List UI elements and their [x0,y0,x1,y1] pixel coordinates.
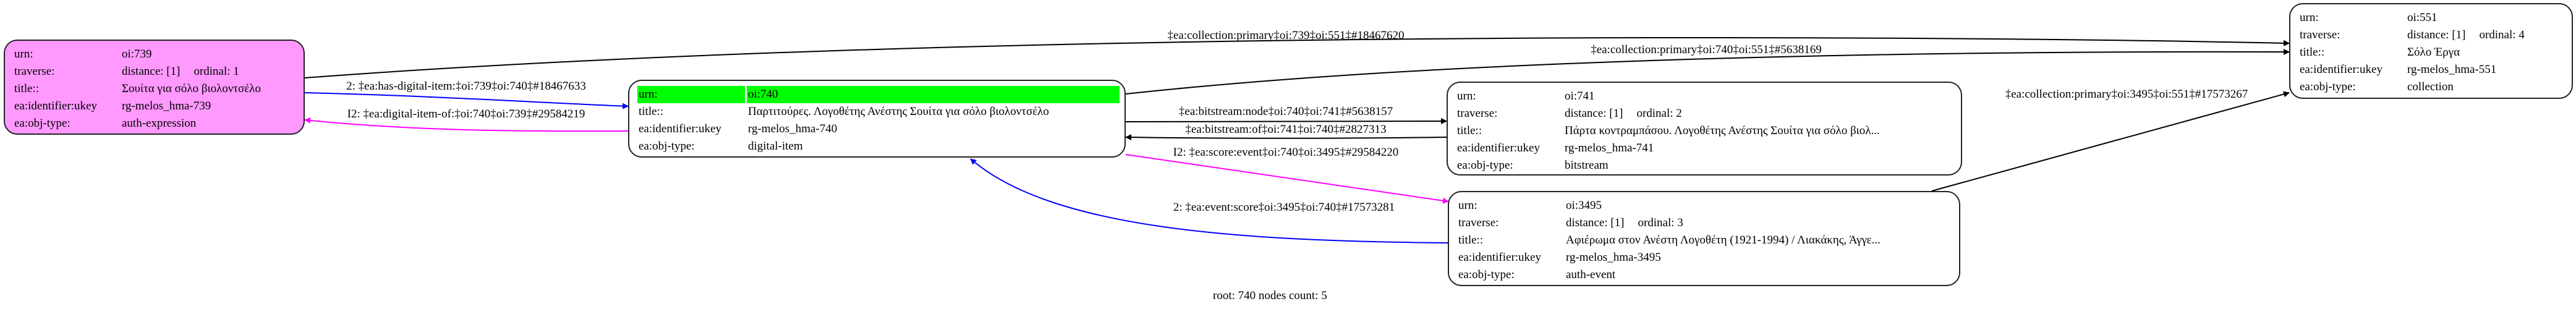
ukey-value: rg-melos_hma-3495 [1566,251,1661,264]
traverse-label: traverse: [2300,28,2340,41]
distance-value: distance: [1] [1566,216,1625,229]
ukey-label: ea:identifier:ukey [14,99,97,112]
type-label: ea:obj-type: [2300,80,2356,93]
urn-label: urn: [1457,90,1476,103]
urn-label: urn: [2300,11,2319,24]
ukey-value: rg-melos_hma-551 [2407,63,2497,76]
urn-value: oi:739 [122,48,152,61]
distance-value: distance: [1] [122,65,181,78]
edge-741-740 [1125,134,1447,141]
type-value: auth-expression [122,117,197,130]
ordinal-value: ordinal: 2 [1636,107,1682,120]
ukey-value: rg-melos_hma-740 [748,122,838,135]
traverse-label: traverse: [14,65,55,78]
distance-value: distance: [1] [1565,107,1623,120]
ukey-value: rg-melos_hma-741 [1565,142,1654,154]
edge-label-3495-551: ‡ea:collection:primary‡oi:3495‡oi:551‡#1… [2005,88,2248,101]
title-label: title:: [1458,234,1484,247]
node-741[interactable]: urn: oi:741 traverse: distance: [1] ordinal… [1447,82,1962,176]
edge-3495-740 [970,158,1449,243]
urn-value: oi:551 [2407,11,2438,24]
ukey-label: ea:identifier:ukey [1458,251,1541,264]
edge-label-740-3495: I2: ‡ea:score:event‡oi:740‡oi:3495‡#2958… [1173,146,1399,159]
ordinal-value: ordinal: 1 [193,65,239,78]
urn-label: urn: [14,48,33,61]
urn-value: oi:3495 [1566,199,1602,212]
edge-3495-551 [1931,91,2290,192]
node-739[interactable]: urn: oi:739 traverse: distance: [1] ordinal… [4,40,305,135]
title-label: title:: [2300,46,2325,59]
type-label: ea:obj-type: [14,117,70,130]
traverse-label: traverse: [1458,216,1499,229]
urn-label: urn: [637,86,747,103]
title-label: title:: [14,82,40,95]
node-551[interactable]: urn: oi:551 traverse: distance: [1] ordinal… [2289,3,2573,99]
ordinal-value: ordinal: 4 [2479,28,2525,41]
ukey-label: ea:identifier:ukey [639,122,721,135]
distance-value: distance: [1] [2407,28,2466,41]
ukey-label: ea:identifier:ukey [1457,142,1540,154]
ordinal-value: ordinal: 3 [1638,216,1683,229]
ukey-label: ea:identifier:ukey [2300,63,2383,76]
ukey-value: rg-melos_hma-739 [122,99,211,112]
urn-label: urn: [1458,199,1477,212]
title-label: title:: [1457,124,1482,137]
type-value: collection [2407,80,2454,93]
title-value: Σουίτα για σόλο βιολοντσέλο [122,82,261,95]
edge-739-551 [304,36,2290,78]
title-label: title:: [639,105,664,118]
edge-label-740-741: ‡ea:bitstream:node‡oi:740‡oi:741‡#563815… [1179,105,1393,118]
urn-value: oi:740 [747,86,1120,103]
edge-label-739-740: 2: ‡ea:has-digital-item:‡oi:739‡oi:740‡#… [346,80,586,93]
edge-label-740-739: I2: ‡ea:digital-item-of:‡oi:740‡oi:739‡#… [347,108,585,121]
type-label: ea:obj-type: [1457,159,1513,172]
urn-value: oi:741 [1565,90,1595,103]
edge-label-741-740: ‡ea:bitstream:of‡oi:741‡oi:740‡#2827313 [1185,123,1386,136]
edge-740-739 [304,117,629,132]
edge-740-741 [1125,118,1447,125]
edge-label-740-551: ‡ea:collection:primary‡oi:740‡oi:551‡#56… [1591,43,1822,56]
traverse-label: traverse: [1457,107,1498,120]
edge-label-739-551: ‡ea:collection:primary‡oi:739‡oi:551‡#18… [1167,29,1404,42]
type-value: auth-event [1566,268,1616,281]
type-label: ea:obj-type: [639,140,695,153]
type-value: digital-item [748,140,803,153]
edge-739-740 [304,92,629,109]
edge-label-3495-740: 2: ‡ea:event:score‡oi:3495‡oi:740‡#17573… [1173,201,1395,214]
graph-footer: root: 740 nodes count: 5 [1213,289,1327,302]
edge-740-3495 [1125,154,1449,204]
title-value: Αφιέρωμα στον Ανέστη Λογοθέτη (1921-1994… [1566,234,1881,247]
node-3495[interactable]: urn: oi:3495 traverse: distance: [1] ordina… [1448,191,1960,286]
node-740-root[interactable]: urn:oi:740 title::Παρτιτούρες. Λογοθέτης… [628,80,1126,158]
title-value: Πάρτα κοντραμπάσου. Λογοθέτης Ανέστης Σο… [1565,124,1880,137]
edge-740-551 [1125,48,2290,95]
type-value: bitstream [1565,159,1609,172]
title-value: Σόλο Έργα [2407,46,2460,59]
type-label: ea:obj-type: [1458,268,1515,281]
title-value: Παρτιτούρες. Λογοθέτης Ανέστης Σουίτα γι… [748,105,1049,118]
